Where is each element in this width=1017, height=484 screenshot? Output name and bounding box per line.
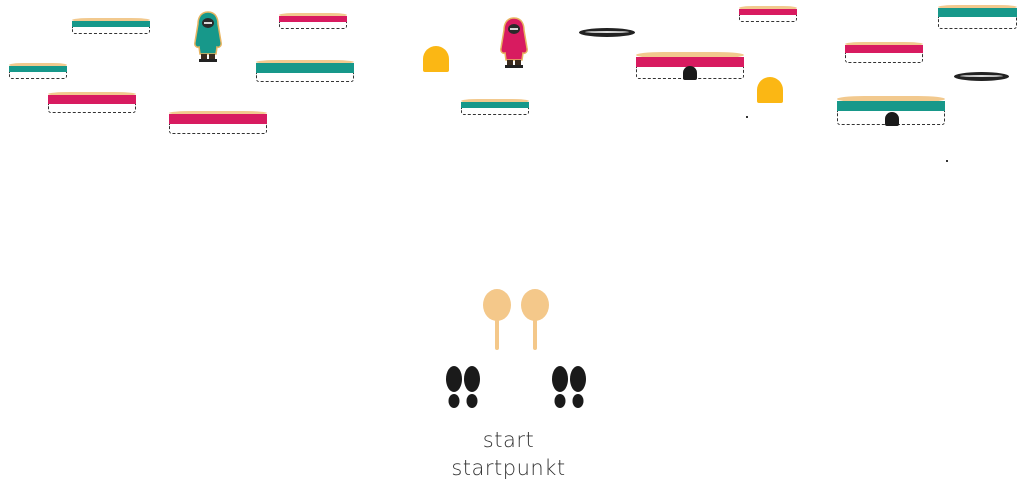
ring-icon[interactable] [579, 28, 635, 37]
marker-dot [946, 160, 948, 162]
platform-disc-green[interactable] [461, 99, 529, 119]
start-label: start [0, 428, 1017, 452]
platform-disc-pink[interactable] [48, 92, 136, 116]
platform-disc-green[interactable] [9, 63, 67, 79]
footprints-icon[interactable] [444, 366, 482, 410]
platform-disc-pink[interactable] [169, 111, 267, 137]
platform-disc-pink[interactable] [279, 13, 347, 29]
platform-disc-pink[interactable] [739, 6, 797, 22]
dome-icon[interactable] [757, 77, 783, 103]
raincoat-figure-pink-icon[interactable] [497, 16, 531, 70]
platform-disc-green[interactable] [938, 5, 1017, 31]
paddle-icon[interactable] [481, 288, 513, 352]
footprints-icon[interactable] [550, 366, 588, 410]
paddle-icon[interactable] [519, 288, 551, 352]
dome-icon[interactable] [423, 46, 449, 72]
ring-icon[interactable] [954, 72, 1009, 81]
marker-dot [746, 116, 748, 118]
hole-icon [885, 112, 899, 126]
platform-disc-green[interactable] [256, 60, 354, 88]
hole-icon [683, 66, 697, 80]
platform-disc-green[interactable] [72, 18, 150, 38]
startpoint-label: startpunkt [0, 456, 1017, 480]
platform-disc-pink[interactable] [845, 42, 923, 64]
raincoat-figure-green-icon[interactable] [191, 10, 225, 64]
